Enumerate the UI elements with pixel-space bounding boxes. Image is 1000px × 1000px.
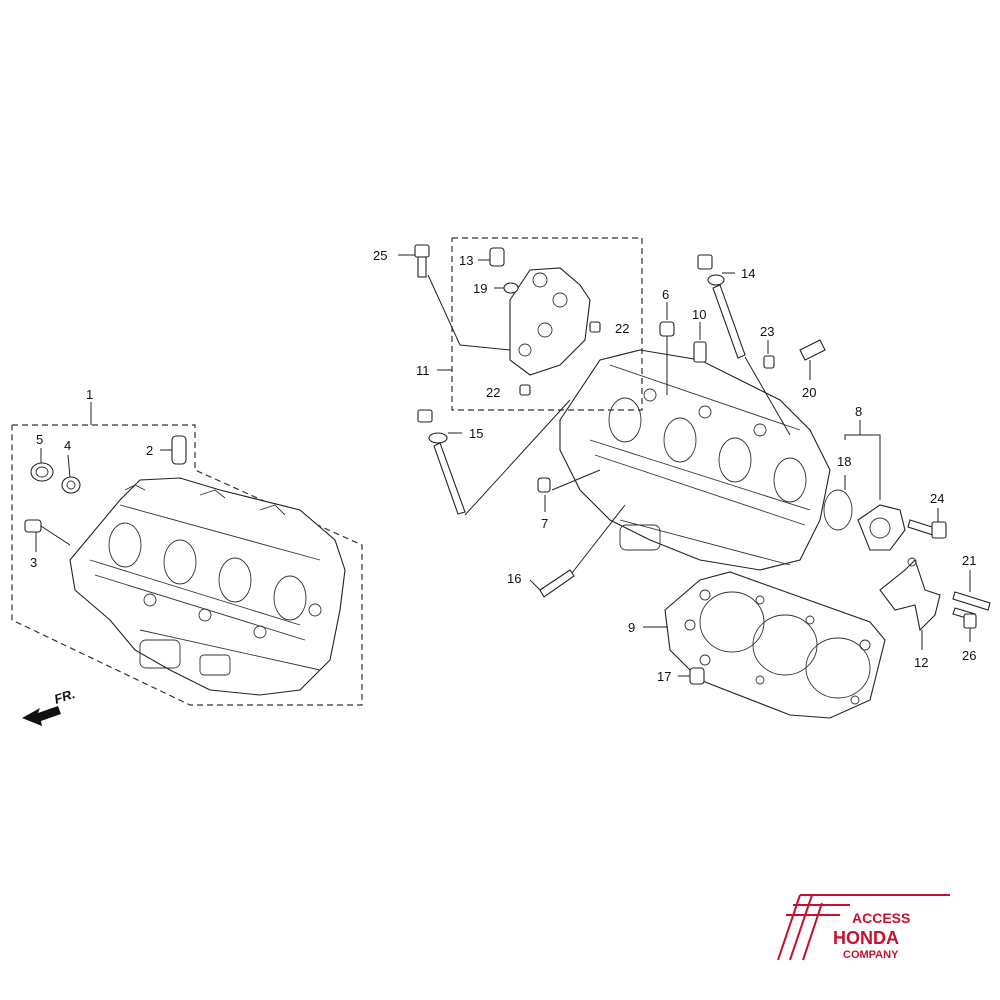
callout-5: 5	[36, 432, 43, 447]
bolt-25	[398, 244, 511, 351]
head-gasket-9	[643, 571, 886, 719]
cylinder-head-right	[559, 349, 831, 571]
bracket-12	[879, 557, 941, 650]
logo-emblem	[777, 894, 950, 961]
callout-12: 12	[914, 655, 928, 670]
callout-11: 11	[416, 363, 430, 378]
callout-22-upper: 22	[615, 321, 629, 336]
small-parts-top	[659, 302, 826, 395]
cover-assembly	[823, 420, 947, 551]
callout-21: 21	[962, 553, 976, 568]
callout-19: 19	[473, 281, 487, 296]
callout-1: 1	[86, 387, 93, 402]
callout-22-lower: 22	[486, 385, 500, 400]
callout-18: 18	[837, 454, 851, 469]
bolt-15	[417, 399, 571, 516]
callout-9: 9	[628, 620, 635, 635]
callout-23: 23	[760, 324, 774, 339]
callout-6: 6	[662, 287, 669, 302]
callout-7: 7	[541, 516, 548, 531]
callout-16: 16	[507, 571, 521, 586]
bolt-14	[697, 254, 791, 436]
spool-valve-assembly	[437, 237, 643, 411]
cylinder-head-assembly-left	[11, 402, 363, 706]
callout-13: 13	[459, 253, 473, 268]
callout-14: 14	[741, 266, 755, 281]
callout-labels: 1 2 3 4 5 6 7 8 9 10 11 12 13 14 15 16 1…	[30, 248, 976, 707]
part-7	[537, 469, 601, 512]
callout-24: 24	[930, 491, 944, 506]
callout-25: 25	[373, 248, 387, 263]
callout-15: 15	[469, 426, 483, 441]
front-direction-arrow	[22, 706, 61, 726]
callout-26: 26	[962, 648, 976, 663]
callout-3: 3	[30, 555, 37, 570]
logo-line-honda: HONDA	[833, 928, 899, 948]
callout-2: 2	[146, 443, 153, 458]
callout-17: 17	[657, 669, 671, 684]
front-direction-label: FR.	[52, 686, 77, 707]
part-16	[529, 504, 626, 598]
callout-4: 4	[64, 438, 71, 453]
callout-8: 8	[855, 404, 862, 419]
access-honda-logo: ACCESS HONDA COMPANY	[777, 894, 950, 961]
logo-line-company: COMPANY	[843, 949, 899, 961]
callout-10: 10	[692, 307, 706, 322]
logo-line-access: ACCESS	[852, 910, 910, 926]
studs-21-26	[952, 570, 991, 642]
dowel-17	[678, 667, 705, 685]
callout-20: 20	[802, 385, 816, 400]
